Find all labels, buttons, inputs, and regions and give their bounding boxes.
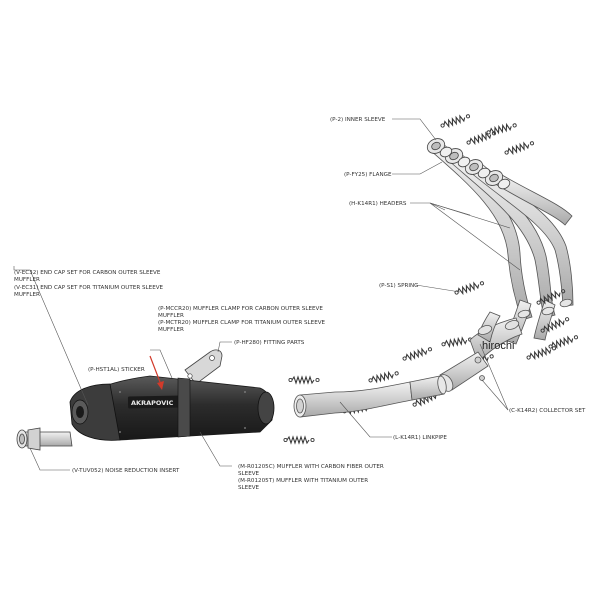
label-muffler-titanium-2: SLEEVE bbox=[238, 485, 260, 491]
label-sticker: (P-HST1AL) STICKER bbox=[88, 367, 145, 373]
label-muffler-carbon-2: SLEEVE bbox=[238, 471, 260, 477]
svg-text:AKRAPOVIC: AKRAPOVIC bbox=[131, 399, 174, 407]
label-spring: (P-S1) SPRING bbox=[379, 283, 419, 289]
label-muffler-titanium: (M-R01205T) MUFFLER WITH TITANIUM OUTER bbox=[238, 478, 368, 484]
collector-set-icon bbox=[438, 311, 523, 392]
label-flange: (P-FY25) FLANGE bbox=[344, 172, 392, 178]
linkpipe-icon bbox=[293, 375, 447, 418]
label-noise-insert: (V-TUV052) NOISE REDUCTION INSERT bbox=[72, 468, 180, 474]
header-outlet-icon bbox=[517, 298, 573, 319]
label-clamp-titanium: (P-MCTR20) MUFFLER CLAMP FOR TITANIUM OU… bbox=[158, 320, 326, 326]
arrow-icon bbox=[149, 355, 164, 390]
label-linkpipe: (L-K14R1) LINKPIPE bbox=[393, 435, 447, 441]
noise-insert-icon bbox=[16, 427, 73, 451]
label-clamp-carbon: (P-MCCR20) MUFFLER CLAMP FOR CARBON OUTE… bbox=[158, 306, 323, 312]
flange-icon bbox=[426, 138, 511, 190]
labels: (P-2) INNER SLEEVE (P-FY25) FLANGE (H-K1… bbox=[14, 117, 586, 491]
label-end-cap-carbon: (V-EC32) END CAP SET FOR CARBON OUTER SL… bbox=[14, 270, 161, 276]
leader-lines bbox=[13, 118, 521, 471]
label-end-cap-titanium-2: MUFFLER bbox=[14, 292, 40, 298]
muffler-icon: AKRAPOVIC bbox=[69, 349, 275, 441]
label-end-cap-titanium: (V-EC31) END CAP SET FOR TITANIUM OUTER … bbox=[14, 285, 164, 291]
label-collector-set: (C-K14R2) COLLECTOR SET bbox=[509, 408, 586, 414]
label-inner-sleeve: (P-2) INNER SLEEVE bbox=[330, 117, 386, 123]
label-clamp-carbon-2: MUFFLER bbox=[158, 313, 184, 319]
label-fitting-parts: (P-HF280) FITTING PARTS bbox=[234, 340, 305, 346]
label-clamp-titanium-2: MUFFLER bbox=[158, 327, 184, 333]
label-end-cap-carbon-2: MUFFLER bbox=[14, 277, 40, 283]
watermark: hirochi bbox=[482, 340, 514, 352]
label-muffler-carbon: (M-R01205C) MUFFLER WITH CARBON FIBER OU… bbox=[238, 464, 384, 470]
fitting-bracket-icon bbox=[184, 349, 223, 385]
label-headers: (H-K14R1) HEADERS bbox=[349, 201, 407, 207]
